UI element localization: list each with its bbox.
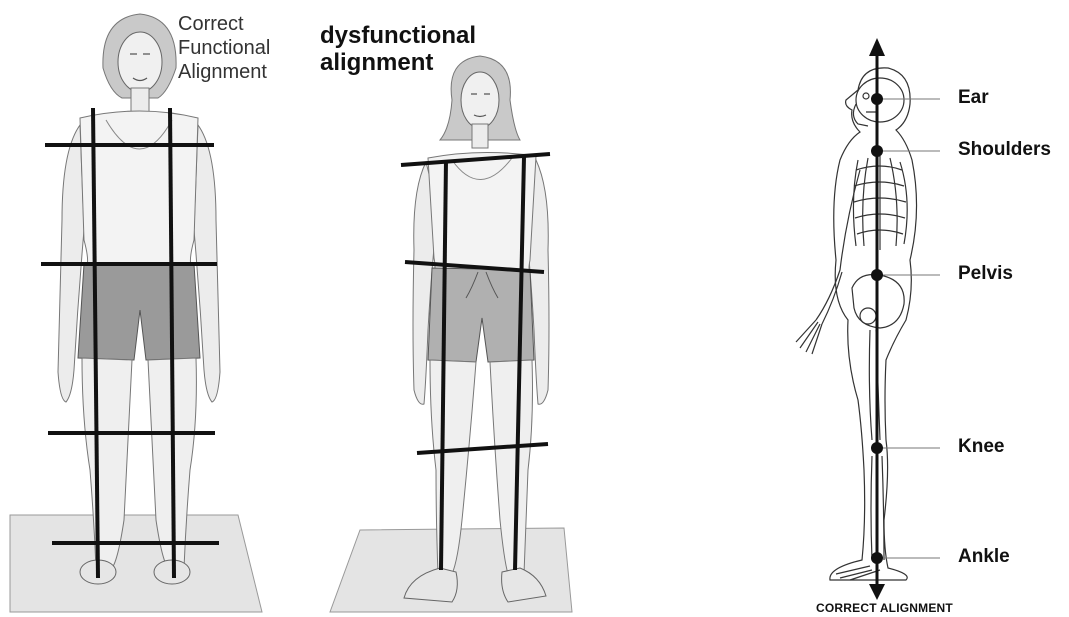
platform — [10, 515, 262, 612]
foot-bones — [836, 566, 880, 580]
dysfunctional-alignment-title: dysfunctional alignment — [320, 22, 476, 76]
face — [461, 72, 499, 128]
plumb-line-bottom-arrow — [869, 584, 885, 600]
skeleton-side-view — [796, 68, 917, 580]
dysfunctional-title-line-1: dysfunctional — [320, 22, 476, 49]
correct-alignment-caption: CORRECT ALIGNMENT — [816, 601, 953, 615]
body-outline — [830, 68, 917, 580]
pelvis-label: Pelvis — [958, 263, 1013, 285]
knee-label: Knee — [958, 436, 1004, 458]
landmarks — [871, 93, 940, 564]
dysfunctional-title-line-2: alignment — [320, 49, 476, 76]
ribcage — [853, 156, 907, 250]
pelvis-dot — [871, 269, 883, 281]
torso — [80, 111, 198, 268]
correct-title-line-1: Correct — [178, 12, 270, 36]
dysfunctional-alignment-figure — [330, 56, 572, 612]
face — [118, 32, 162, 92]
plumb-line-top-arrow — [869, 38, 885, 56]
correct-title-line-3: Alignment — [178, 60, 270, 84]
ear-label: Ear — [958, 87, 989, 109]
ankle-dot — [871, 552, 883, 564]
ankle-label: Ankle — [958, 546, 1010, 568]
shoulders-dot — [871, 145, 883, 157]
ear-dot — [871, 93, 883, 105]
knee-dot — [871, 442, 883, 454]
correct-title-line-2: Functional — [178, 36, 270, 60]
correct-alignment-figure — [10, 14, 262, 612]
correct-alignment-title: Correct Functional Alignment — [178, 12, 270, 84]
shoulders-label: Shoulders — [958, 139, 1051, 161]
